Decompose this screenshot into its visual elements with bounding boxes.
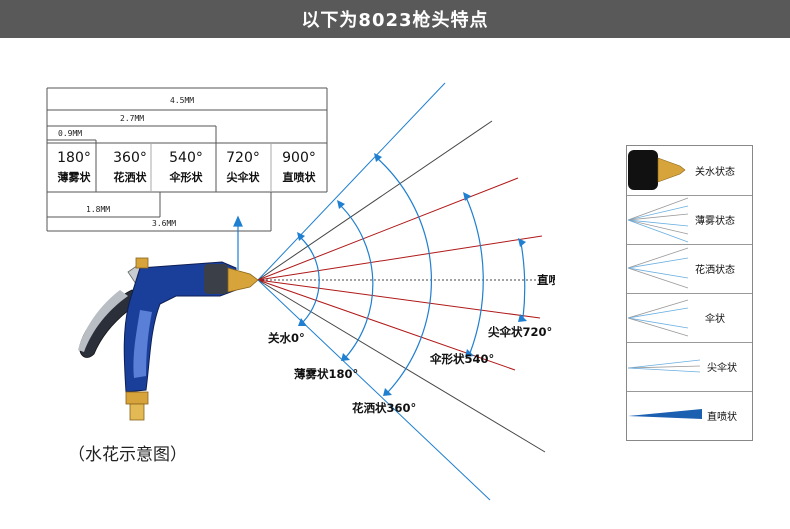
hose-connector — [125, 391, 149, 405]
legend-label: 关水状态 — [695, 167, 735, 178]
legend-row: 尖伞状 — [627, 342, 752, 392]
label-pointed: 尖伞状720° — [488, 325, 553, 339]
width-label-27: 2.7MM — [120, 114, 145, 123]
spray-gun-illustration — [78, 257, 259, 421]
legend-label: 尖伞状 — [707, 363, 737, 374]
page-title: 以下为8023枪头特点 — [301, 10, 489, 31]
legend-label: 伞状 — [705, 314, 725, 325]
mode-cell: 360° 花洒状 — [104, 143, 156, 191]
mode-cell: 540° 伞形状 — [160, 143, 212, 191]
arc-mist — [339, 204, 374, 358]
mode-cell: 720° 尖伞状 — [217, 143, 269, 191]
mode-cell: 900° 直喷状 — [273, 143, 325, 191]
fan-line-gray-2 — [257, 279, 546, 453]
pointer-arrow — [233, 215, 243, 227]
legend-label: 花洒状态 — [695, 265, 735, 276]
gun-body — [123, 261, 237, 393]
arc-pointed — [520, 242, 526, 319]
legend-row: 伞状 — [627, 293, 752, 343]
label-shower: 花洒状360° — [352, 401, 417, 415]
mode-angle: 900° — [282, 150, 316, 166]
width-label-18: 1.8MM — [86, 205, 111, 214]
mode-name: 伞形状 — [169, 171, 203, 184]
width-label-36: 3.6MM — [152, 219, 177, 228]
mode-angle: 180° — [57, 150, 91, 166]
fan-line-red-3 — [257, 279, 541, 319]
legend-label: 薄雾状态 — [695, 216, 735, 227]
fan-line-blue-bottom — [257, 279, 491, 501]
gun-nozzle — [227, 267, 259, 293]
fan-line-red-1 — [257, 177, 519, 281]
spray-legend: 关水状态 薄雾状态 花洒状态 伞状 尖伞状 直喷状 — [626, 145, 753, 441]
fan-line-blue-top — [257, 82, 446, 281]
mode-name: 直喷状 — [282, 171, 316, 184]
label-umbrella: 伞形状540° — [430, 352, 495, 366]
mode-angle: 360° — [113, 150, 147, 166]
gun-collar — [204, 264, 228, 294]
width-label-09: 0.9MM — [58, 129, 83, 138]
header-banner: 以下为8023枪头特点 — [0, 0, 790, 38]
label-mist: 薄雾状180° — [294, 367, 359, 381]
fan-line-red-2 — [257, 235, 543, 281]
mode-angle: 540° — [169, 150, 203, 166]
mode-name: 薄雾状 — [57, 171, 91, 184]
arc-umbrella — [465, 196, 484, 354]
legend-row: 直喷状 — [627, 391, 752, 440]
legend-row: 薄雾状态 — [627, 195, 752, 245]
legend-drawings — [627, 150, 702, 419]
legend-label: 直喷状 — [707, 412, 737, 423]
spray-arcs — [299, 157, 526, 393]
fan-line-gray-1 — [257, 120, 493, 281]
mode-name: 花洒状 — [113, 171, 147, 184]
mode-cell: 180° 薄雾状 — [48, 143, 100, 191]
arc-shower — [376, 157, 432, 393]
label-off: 关水0° — [268, 331, 305, 345]
mode-name: 尖伞状 — [226, 171, 260, 184]
legend-row: 关水状态 — [627, 146, 752, 196]
arc-off — [299, 236, 320, 323]
mode-angle: 720° — [226, 150, 260, 166]
legend-row: 花洒状态 — [627, 244, 752, 294]
label-straight: 直喷 — [537, 273, 555, 287]
diagram-caption: （水花示意图） — [68, 445, 187, 465]
width-label-45: 4.5MM — [170, 96, 195, 105]
